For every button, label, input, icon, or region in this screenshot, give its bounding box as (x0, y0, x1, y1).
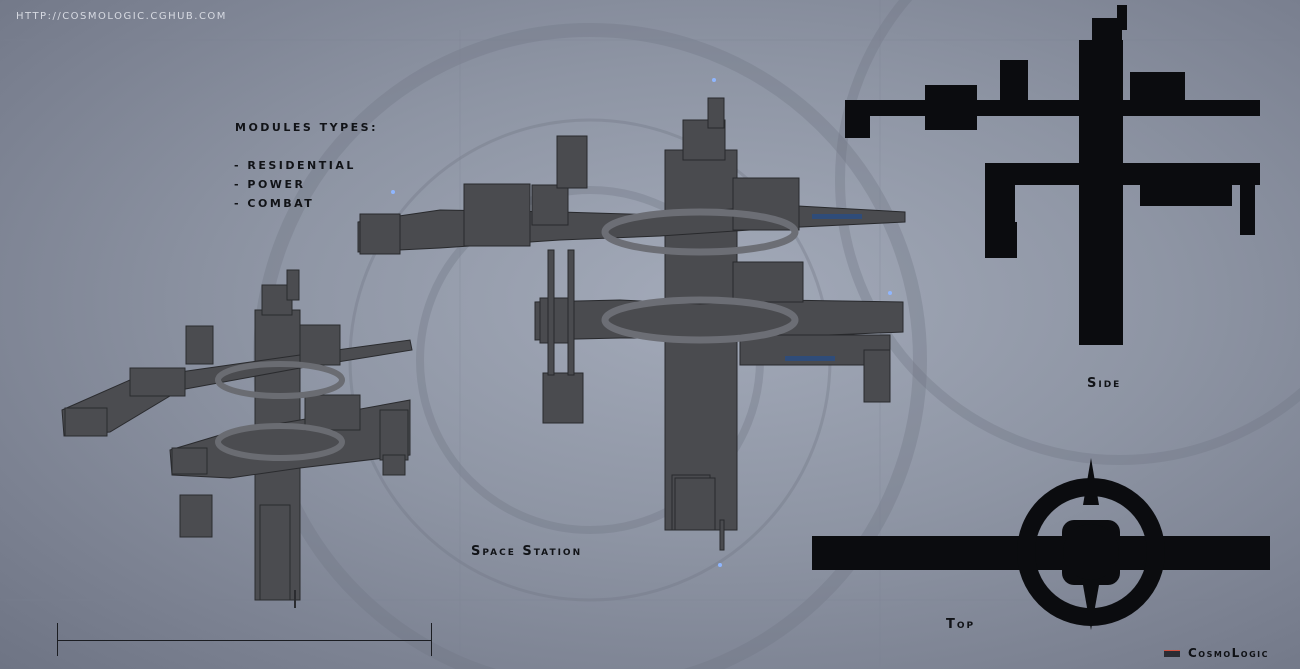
module-combat: - COMBAT (234, 197, 315, 210)
caption-space-station: Space Station (471, 544, 583, 559)
brand-logo-icon (1164, 649, 1180, 657)
scale-bar (57, 640, 432, 641)
brand-name: CosmoLogic (1188, 646, 1269, 660)
brand-signature: CosmoLogic (1164, 646, 1269, 660)
caption-side: Side (1087, 376, 1122, 391)
scale-bar-left-tick (57, 623, 58, 656)
caption-top: Top (946, 617, 976, 632)
module-residential: - RESIDENTIAL (234, 159, 356, 172)
modules-types-title: MODULES TYPES: (235, 121, 379, 134)
modules-list: - RESIDENTIAL - POWER - COMBAT (234, 159, 356, 216)
module-power: - POWER (234, 178, 306, 191)
site-url: HTTP://COSMOLOGIC.CGHUB.COM (16, 11, 227, 22)
scale-bar-right-tick (431, 623, 432, 656)
